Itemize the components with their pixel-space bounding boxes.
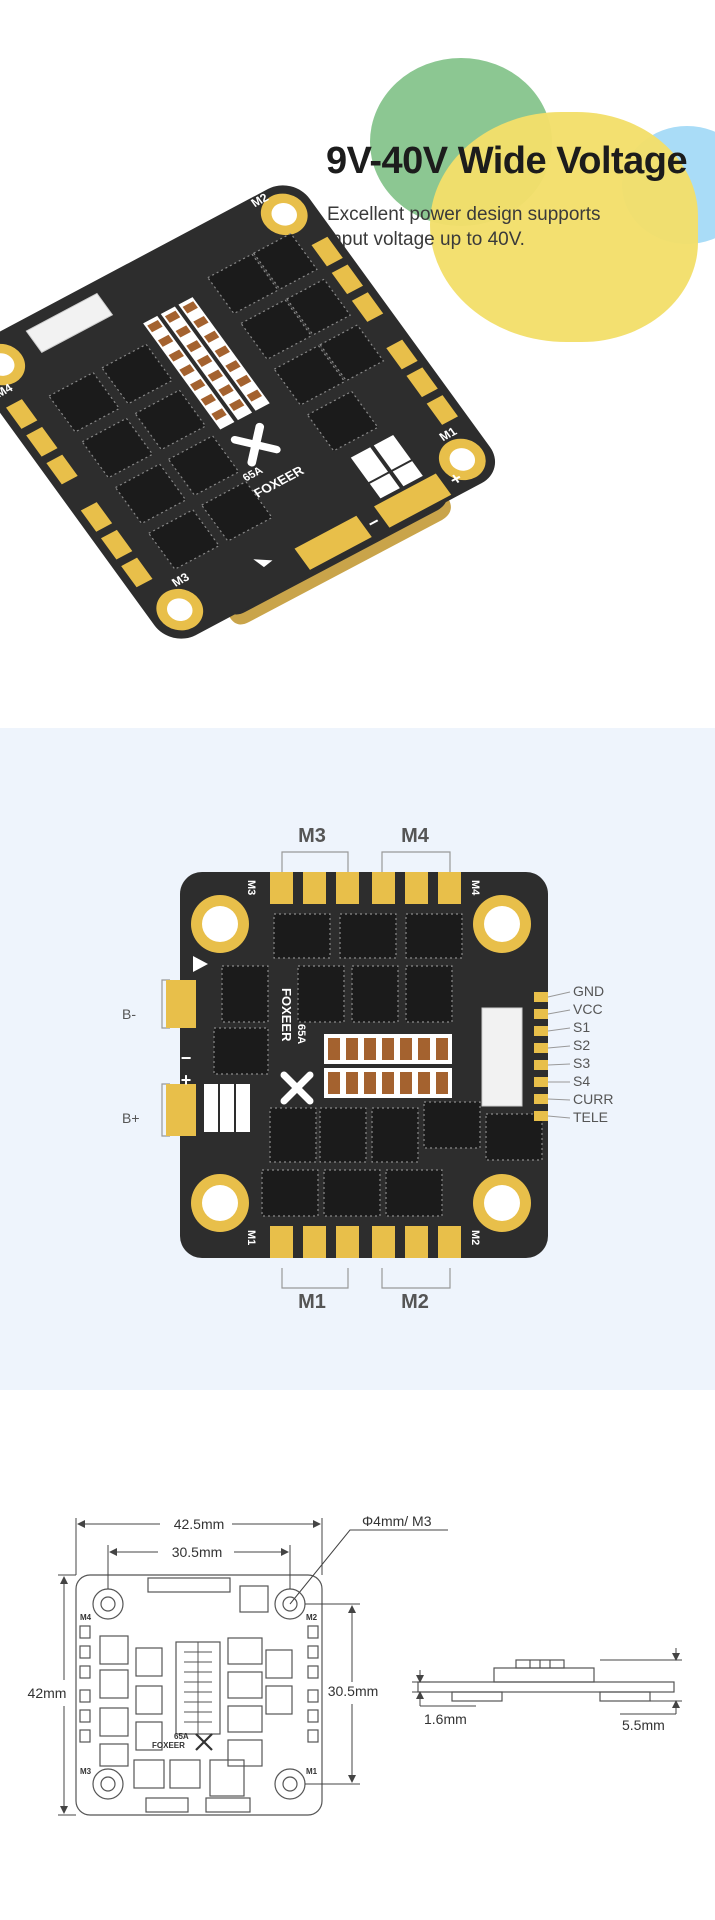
mount-hole <box>473 1174 531 1232</box>
dim-hole-label: Φ4mm/ M3 <box>362 1513 432 1529</box>
motor-pads <box>6 236 458 588</box>
hero-board-illustration: FOXEER 65A M4 M2 M3 M1 − + <box>0 185 496 639</box>
headline: 9V-40V Wide Voltage <box>326 140 688 182</box>
dim-height-outer <box>58 1574 76 1816</box>
group-label-m1: M1 <box>298 1291 326 1313</box>
corner-label-m3: M3 <box>245 880 257 895</box>
top-motor-pads <box>270 872 461 904</box>
battery-negative-label: B- <box>122 1006 136 1022</box>
white-caps <box>350 435 423 499</box>
side-profile <box>417 1659 675 1702</box>
yellow-blob <box>430 112 698 342</box>
mount-hole <box>473 895 531 953</box>
mosfet-grid <box>48 232 385 570</box>
outline-label-m1: M1 <box>306 1767 318 1776</box>
hero-section: 9V-40V Wide Voltage Excellent power desi… <box>0 0 715 728</box>
pin-label-s1: S1 <box>573 1019 590 1035</box>
pin-leaders <box>547 991 571 1119</box>
connector-pads <box>534 992 548 1121</box>
board-brand-label: FOXEER <box>279 988 294 1042</box>
pinout-board: − + <box>166 872 548 1258</box>
outline-board <box>75 1574 323 1816</box>
orientation-arrow-icon <box>193 956 208 972</box>
group-label-m4: M4 <box>401 825 430 847</box>
battery-positive-label: B+ <box>122 1110 140 1126</box>
bottom-motor-pads <box>270 1226 461 1258</box>
dimensions-section: 65A FOXEER M4 M2 M3 M1 42.5mm 30.5mm Φ4m… <box>0 1390 715 1920</box>
board-rating-label: 65A <box>295 1024 307 1044</box>
dim-height-outer-label: 42mm <box>28 1685 67 1701</box>
dim-thickness-pcb-label: 1.6mm <box>424 1711 467 1727</box>
pin-label-vcc: VCC <box>573 1001 603 1017</box>
group-label-m3: M3 <box>298 825 326 847</box>
dim-thickness-total-label: 5.5mm <box>622 1717 665 1733</box>
mount-hole <box>191 1174 249 1232</box>
mount-hole <box>438 438 486 481</box>
board-plus-label: + <box>181 1070 192 1090</box>
outline-label-m3: M3 <box>80 1767 92 1776</box>
signal-connector <box>481 1007 523 1107</box>
pinout-diagram: M3 M4 M1 M2 B- B+ <box>122 825 613 1313</box>
signal-connector <box>25 292 114 353</box>
capacitor-bank <box>143 297 270 430</box>
pin-label-tele: TELE <box>573 1109 608 1125</box>
outline-capacitors <box>184 1642 212 1734</box>
subheadline: Excellent power design supports input vo… <box>327 204 601 250</box>
dimension-drawing: 65A FOXEER M4 M2 M3 M1 42.5mm 30.5mm Φ4m… <box>28 1513 682 1816</box>
corner-label-m2: M2 <box>469 1230 481 1245</box>
pin-label-s2: S2 <box>573 1037 590 1053</box>
input-caps <box>204 1084 250 1132</box>
mount-hole <box>260 193 308 236</box>
dim-width-holes-label: 30.5mm <box>172 1544 223 1560</box>
mount-hole <box>191 895 249 953</box>
battery-pad-negative <box>294 515 372 570</box>
pin-label-gnd: GND <box>573 983 604 999</box>
outline-label-m2: M2 <box>306 1613 318 1622</box>
group-label-m2: M2 <box>401 1291 429 1313</box>
outline-logo-icon <box>195 1733 213 1751</box>
foxeer-logo-icon <box>280 1071 314 1105</box>
dim-width-holes <box>107 1545 291 1589</box>
orientation-arrow-icon <box>253 559 273 568</box>
outline-brand-label: FOXEER <box>152 1741 185 1750</box>
corner-label-m1: M1 <box>245 1230 257 1245</box>
dim-thickness-pcb <box>412 1670 476 1707</box>
foxeer-logo-icon <box>230 422 281 467</box>
dim-hole-leader <box>289 1529 448 1605</box>
corner-label-m4: M4 <box>469 880 481 896</box>
dim-height-holes <box>305 1603 360 1785</box>
battery-pad-negative <box>166 980 196 1028</box>
mount-hole <box>156 588 204 631</box>
motor-group-lines <box>281 851 451 1289</box>
capacitor-bank <box>324 1034 452 1098</box>
dim-height-holes-label: 30.5mm <box>328 1683 379 1699</box>
battery-pad-positive <box>374 473 452 528</box>
pin-label-curr: CURR <box>573 1091 613 1107</box>
mount-hole <box>0 343 26 386</box>
battery-pad-positive <box>166 1084 196 1136</box>
dim-thickness-total <box>600 1648 682 1715</box>
outline-label-m4: M4 <box>80 1613 92 1622</box>
pin-label-s4: S4 <box>573 1073 590 1089</box>
pin-label-s3: S3 <box>573 1055 590 1071</box>
dim-width-outer <box>75 1518 323 1575</box>
pinout-section: M3 M4 M1 M2 B- B+ <box>0 728 715 1390</box>
outline-rating-label: 65A <box>174 1732 189 1741</box>
mosfet-grid <box>213 913 543 1217</box>
board-minus-label: − <box>181 1048 192 1068</box>
dim-width-outer-label: 42.5mm <box>174 1516 225 1532</box>
